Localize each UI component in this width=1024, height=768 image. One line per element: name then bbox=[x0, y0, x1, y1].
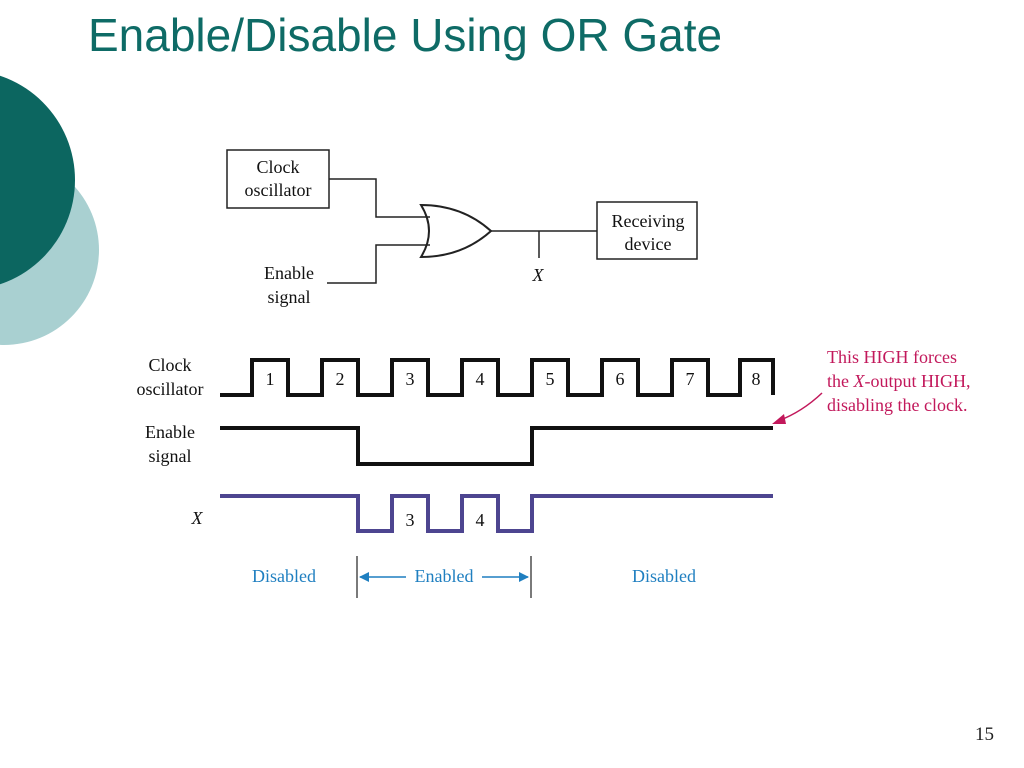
enable-input-label-line2: signal bbox=[268, 287, 311, 307]
circuit-x-label: X bbox=[532, 265, 545, 285]
region-label-enabled: Enabled bbox=[415, 566, 474, 586]
x-output-waveform bbox=[220, 494, 773, 533]
clock-pulse-label: 5 bbox=[546, 369, 555, 389]
annotation-line2-pre: the bbox=[827, 371, 854, 391]
clock-row-label-line2: oscillator bbox=[137, 379, 204, 399]
circuit-diagram bbox=[226, 149, 698, 284]
circuit-labels: Clock oscillator Enable signal Receiving… bbox=[245, 157, 685, 307]
annotation-line1: This HIGH forces bbox=[827, 347, 957, 367]
enabled-arrows bbox=[359, 572, 529, 582]
enable-row-label-line1: Enable bbox=[145, 422, 195, 442]
timing-diagram: Clock oscillator Enable signal X 1 2 3 4… bbox=[137, 355, 775, 598]
enabled-arrow-left-head bbox=[359, 572, 369, 582]
clock-pulse-labels: 1 2 3 4 5 6 7 8 bbox=[266, 369, 761, 389]
enable-input-label-line1: Enable bbox=[264, 263, 314, 283]
clock-box-label-line2: oscillator bbox=[245, 180, 312, 200]
decorative-circles bbox=[0, 75, 99, 345]
annotation-line2-post: -output HIGH, bbox=[865, 371, 971, 391]
region-label-disabled-right: Disabled bbox=[632, 566, 696, 586]
slide-title: Enable/Disable Using OR Gate bbox=[88, 9, 723, 61]
x-pulse-label: 4 bbox=[476, 510, 485, 530]
clock-pulse-label: 7 bbox=[686, 369, 695, 389]
x-pulse-label: 3 bbox=[406, 510, 415, 530]
annotation: This HIGH forces the X-output HIGH, disa… bbox=[772, 347, 971, 424]
receiving-box-label-line2: device bbox=[625, 234, 672, 254]
clock-wire bbox=[329, 178, 430, 218]
x-pulse-labels: 3 4 bbox=[406, 510, 485, 530]
clock-row-label-line1: Clock bbox=[149, 355, 192, 375]
enable-waveform bbox=[220, 426, 773, 466]
annotation-line2-x: X bbox=[853, 371, 866, 391]
x-row-label: X bbox=[191, 508, 204, 528]
annotation-line3: disabling the clock. bbox=[827, 395, 967, 415]
enabled-arrow-right-head bbox=[519, 572, 529, 582]
receiving-box-label-line1: Receiving bbox=[612, 211, 685, 231]
annotation-arrow-head bbox=[772, 414, 786, 424]
page-number: 15 bbox=[975, 724, 994, 745]
enable-row-label-line2: signal bbox=[149, 446, 192, 466]
clock-box-label-line1: Clock bbox=[257, 157, 300, 177]
or-gate-symbol bbox=[419, 203, 493, 259]
clock-pulse-label: 4 bbox=[476, 369, 485, 389]
clock-pulse-label: 6 bbox=[616, 369, 625, 389]
annotation-line2: the X-output HIGH, bbox=[827, 371, 971, 391]
clock-pulse-label: 8 bbox=[752, 369, 761, 389]
annotation-arrow-line bbox=[777, 392, 823, 422]
clock-pulse-label: 1 bbox=[266, 369, 275, 389]
deco-circle-dark bbox=[0, 75, 75, 285]
region-markers bbox=[356, 556, 532, 598]
clock-pulse-label: 3 bbox=[406, 369, 415, 389]
enable-wire bbox=[327, 244, 430, 284]
clock-pulse-label: 2 bbox=[336, 369, 345, 389]
region-label-disabled-left: Disabled bbox=[252, 566, 316, 586]
clock-waveform bbox=[220, 358, 775, 397]
